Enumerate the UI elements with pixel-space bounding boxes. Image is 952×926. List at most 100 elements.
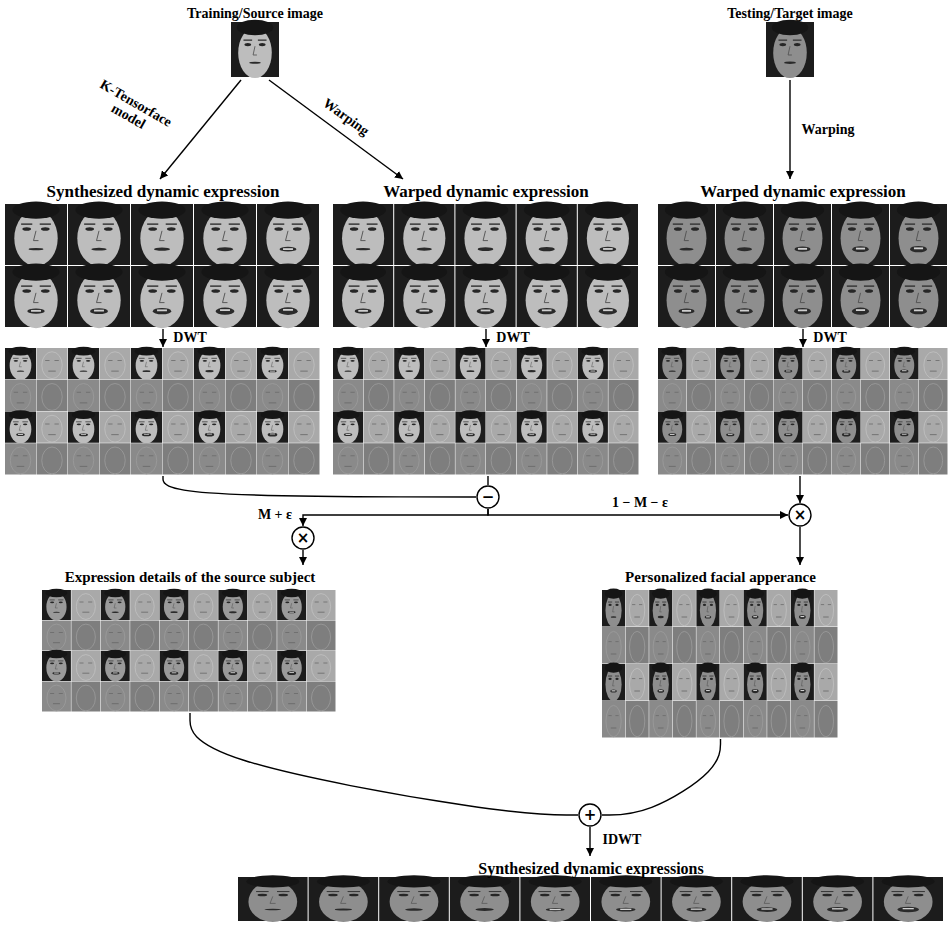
wavelet-subband xyxy=(791,627,814,664)
illustration-part xyxy=(726,604,729,605)
illustration-part xyxy=(533,358,538,359)
face-image xyxy=(774,264,831,329)
wavelet-subband xyxy=(673,664,696,701)
illustration-part xyxy=(461,384,481,411)
face-image xyxy=(803,875,873,922)
illustration-part xyxy=(750,415,769,442)
illustration-part xyxy=(585,202,631,219)
illustration-part xyxy=(848,227,856,231)
illustration-part xyxy=(246,875,299,887)
illustration-part xyxy=(927,424,931,425)
illustration-part xyxy=(924,384,943,411)
illustration-part xyxy=(292,223,303,225)
wavelet-subband xyxy=(626,664,649,701)
illustration-part xyxy=(799,689,806,693)
illustration-part xyxy=(586,358,591,359)
illustration-part xyxy=(656,604,659,606)
illustration-part xyxy=(346,434,351,436)
illustration-part xyxy=(893,894,903,897)
illustration-part xyxy=(605,293,610,303)
wavelet-subband xyxy=(425,443,455,474)
illustration-part xyxy=(55,664,57,669)
illustration-part xyxy=(105,352,125,379)
illustration-part xyxy=(814,627,837,664)
illustration-part xyxy=(522,384,542,411)
illustration-part xyxy=(410,223,421,225)
illustration-part xyxy=(292,285,303,287)
illustration-part xyxy=(71,621,100,651)
illustration-part xyxy=(902,433,907,435)
wavelet-subband xyxy=(814,590,837,627)
illustration-part xyxy=(411,227,419,231)
edge-label: K-Tensorface model xyxy=(79,71,184,150)
illustration-part xyxy=(720,590,743,627)
illustration-part xyxy=(268,370,276,372)
illustration-part xyxy=(842,433,851,437)
illustration-part xyxy=(189,651,218,681)
illustration-part xyxy=(565,424,569,425)
illustration-part xyxy=(774,678,777,679)
illustration-part xyxy=(229,285,240,287)
illustration-part xyxy=(348,891,361,892)
illustration-part xyxy=(100,348,131,379)
illustration-part xyxy=(265,663,269,664)
wavelet-subband xyxy=(37,412,68,443)
illustration-part xyxy=(170,672,179,675)
illustration-part xyxy=(919,412,948,443)
wavelet-subband xyxy=(289,380,320,411)
wavelet-subband xyxy=(425,380,455,411)
illustration-part xyxy=(804,676,808,677)
illustration-part xyxy=(804,678,807,680)
illustration-part xyxy=(203,392,207,393)
illustration-part xyxy=(586,392,590,393)
illustration-part xyxy=(741,875,794,887)
wavelet-subband xyxy=(42,682,71,712)
wavelet-subband xyxy=(163,412,194,443)
illustration-part xyxy=(789,223,799,225)
wavelet-subband xyxy=(486,348,516,379)
illustration-part xyxy=(679,604,682,605)
connector-line xyxy=(163,476,476,497)
illustration-part xyxy=(936,360,940,361)
illustration-part xyxy=(442,360,446,361)
illustration-part xyxy=(786,370,791,372)
illustration-part xyxy=(293,599,298,600)
illustration-part xyxy=(344,371,351,372)
illustration-part xyxy=(425,412,455,443)
illustration-part xyxy=(76,594,95,620)
wavelet-subband xyxy=(745,412,774,443)
illustration-part xyxy=(229,642,236,643)
illustration-part xyxy=(344,466,351,467)
wavelet-subband xyxy=(517,443,547,474)
illustration-part xyxy=(174,371,181,372)
illustration-part xyxy=(297,360,301,361)
illustration-part xyxy=(355,309,372,314)
wavelet-subband xyxy=(425,348,455,379)
illustration-part xyxy=(658,616,664,618)
illustration-part xyxy=(340,264,386,281)
face-image xyxy=(832,347,861,380)
illustration-part xyxy=(167,660,172,661)
illustration-part xyxy=(705,654,711,655)
illustration-part xyxy=(486,443,516,474)
wavelet-subband xyxy=(163,380,194,411)
illustration-part xyxy=(350,421,355,422)
illustration-part xyxy=(143,402,150,403)
illustration-part xyxy=(771,668,786,699)
illustration-part xyxy=(131,380,162,411)
illustration-part xyxy=(782,455,786,456)
illustration-part xyxy=(652,589,670,599)
illustration-part xyxy=(428,223,439,225)
illustration-part xyxy=(757,602,761,603)
illustration-part xyxy=(328,894,338,897)
illustration-part xyxy=(709,676,713,677)
wavelet-subband xyxy=(189,590,218,620)
illustration-part xyxy=(76,685,95,711)
illustration-part xyxy=(520,347,543,356)
illustration-part xyxy=(840,423,844,425)
illustration-part xyxy=(54,360,58,361)
illustration-part xyxy=(285,660,290,661)
illustration-part xyxy=(674,289,682,293)
illustration-part xyxy=(626,664,649,701)
illustration-part xyxy=(843,402,850,403)
